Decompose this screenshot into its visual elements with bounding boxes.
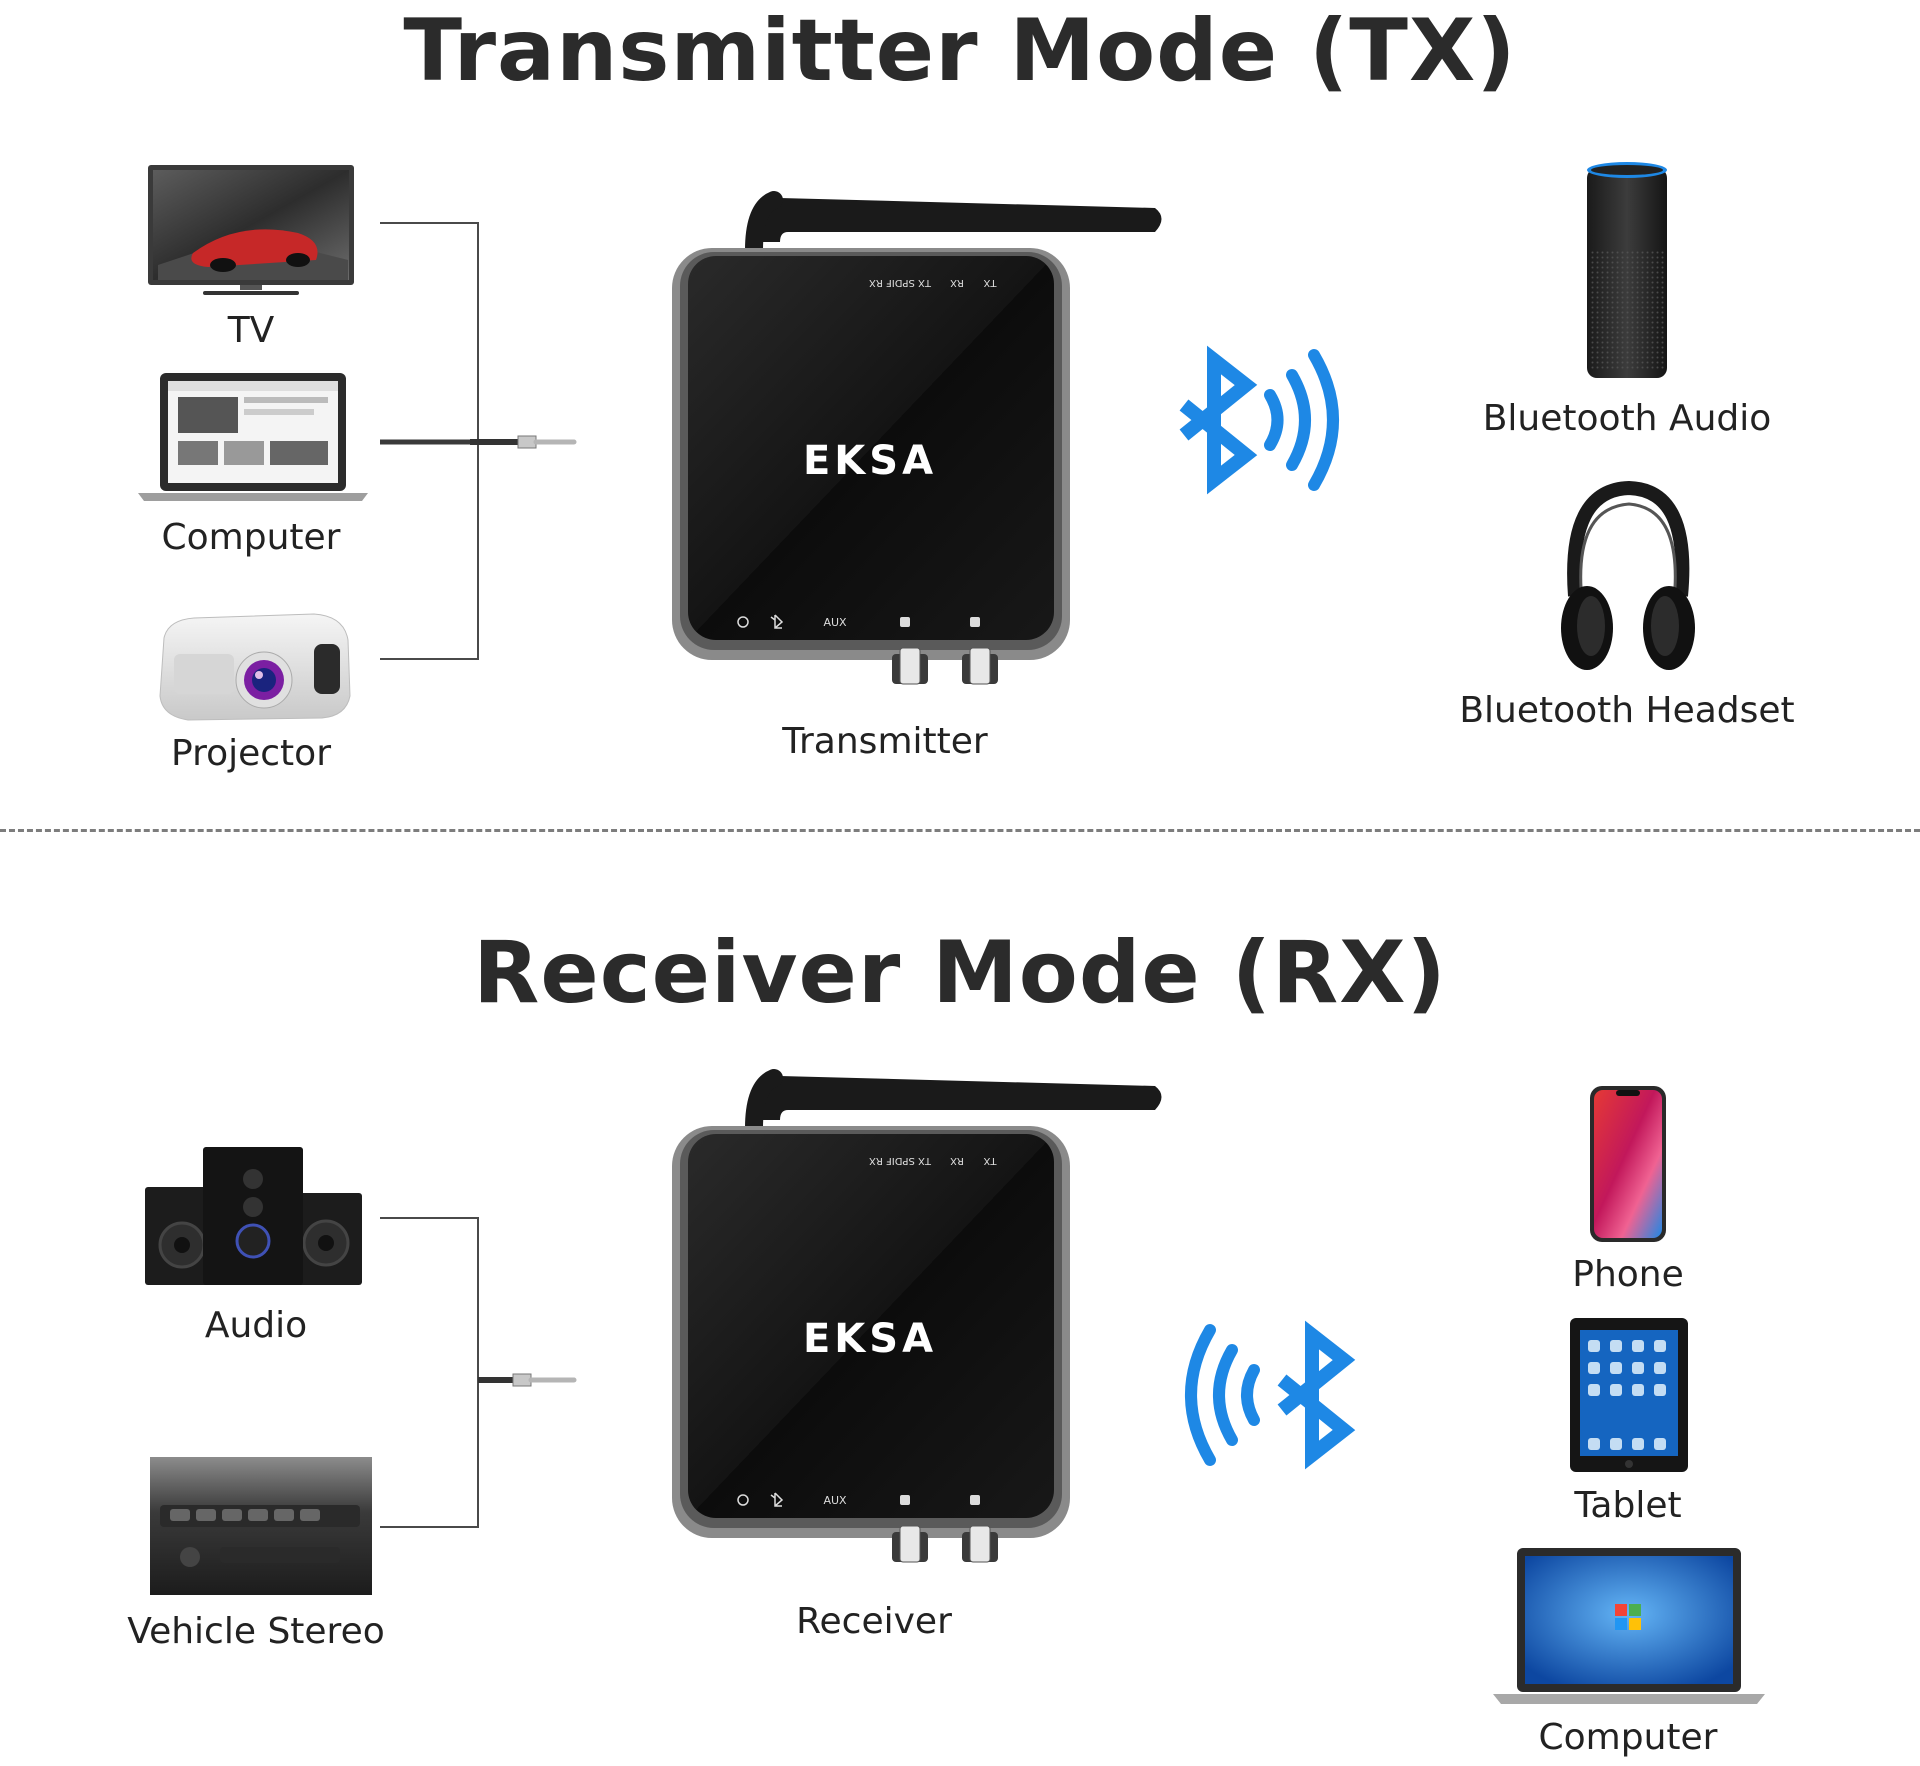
phone-icon xyxy=(1590,1086,1666,1242)
laptop-icon xyxy=(1493,1548,1765,1704)
tv-icon xyxy=(148,165,354,295)
brand-logo-text: EKSA xyxy=(803,438,937,484)
device-top-label: TX SPDIF RX xyxy=(869,1155,932,1166)
tablet-label: Tablet xyxy=(1574,1485,1682,1526)
smart-speaker-icon xyxy=(1587,162,1667,378)
tablet-icon xyxy=(1570,1318,1688,1472)
receiver-device: TX SPDIF RX RX TX EKSA AUX xyxy=(672,1069,1162,1563)
rca-jacks xyxy=(892,647,998,685)
device-top-label: RX xyxy=(950,277,964,288)
audio-label: Audio xyxy=(204,1305,308,1346)
aux-label: AUX xyxy=(823,1494,847,1507)
computer-label: Computer xyxy=(161,517,341,558)
rx-connector-lines xyxy=(380,1217,577,1528)
signal-waves xyxy=(1185,1324,1260,1466)
control-buttons: AUX xyxy=(737,614,980,629)
bluetooth-transmit-icon xyxy=(1179,345,1339,495)
aux-label: AUX xyxy=(823,616,847,629)
bluetooth-audio-label: Bluetooth Audio xyxy=(1482,398,1772,439)
device-top-label: RX xyxy=(950,1155,964,1166)
rx-mode-title: Receiver Mode (RX) xyxy=(473,923,1447,1023)
projector-icon xyxy=(159,613,351,721)
brand-logo-text: EKSA xyxy=(803,1316,937,1362)
device-top-label: TX xyxy=(983,277,997,288)
transmitter-label: Transmitter xyxy=(782,721,988,762)
car-stereo-icon xyxy=(150,1457,372,1595)
control-buttons: AUX xyxy=(737,1492,980,1507)
rca-jacks xyxy=(892,1525,998,1563)
speaker-system-icon xyxy=(145,1147,362,1285)
phone-label: Phone xyxy=(1572,1254,1684,1295)
vehicle-stereo-label: Vehicle Stereo xyxy=(127,1611,385,1652)
device-top-label: TX xyxy=(983,1155,997,1166)
headphones-icon xyxy=(1561,480,1695,670)
receiver-label: Receiver xyxy=(796,1601,952,1642)
tv-label: TV xyxy=(227,310,275,351)
tx-connector-lines xyxy=(380,222,577,660)
transmitter-device: TX SPDIF RX RX TX EKSA AUX xyxy=(672,191,1162,685)
projector-label: Projector xyxy=(171,733,331,774)
rx-computer-label: Computer xyxy=(1538,1717,1718,1758)
section-divider xyxy=(0,829,1920,832)
laptop-icon xyxy=(138,373,368,501)
signal-waves xyxy=(1264,349,1339,491)
bluetooth-receive-icon xyxy=(1185,1320,1356,1470)
tx-mode-title: Transmitter Mode (TX) xyxy=(403,1,1517,101)
device-top-label: TX SPDIF RX xyxy=(869,277,932,288)
bluetooth-headset-label: Bluetooth Headset xyxy=(1459,690,1795,731)
